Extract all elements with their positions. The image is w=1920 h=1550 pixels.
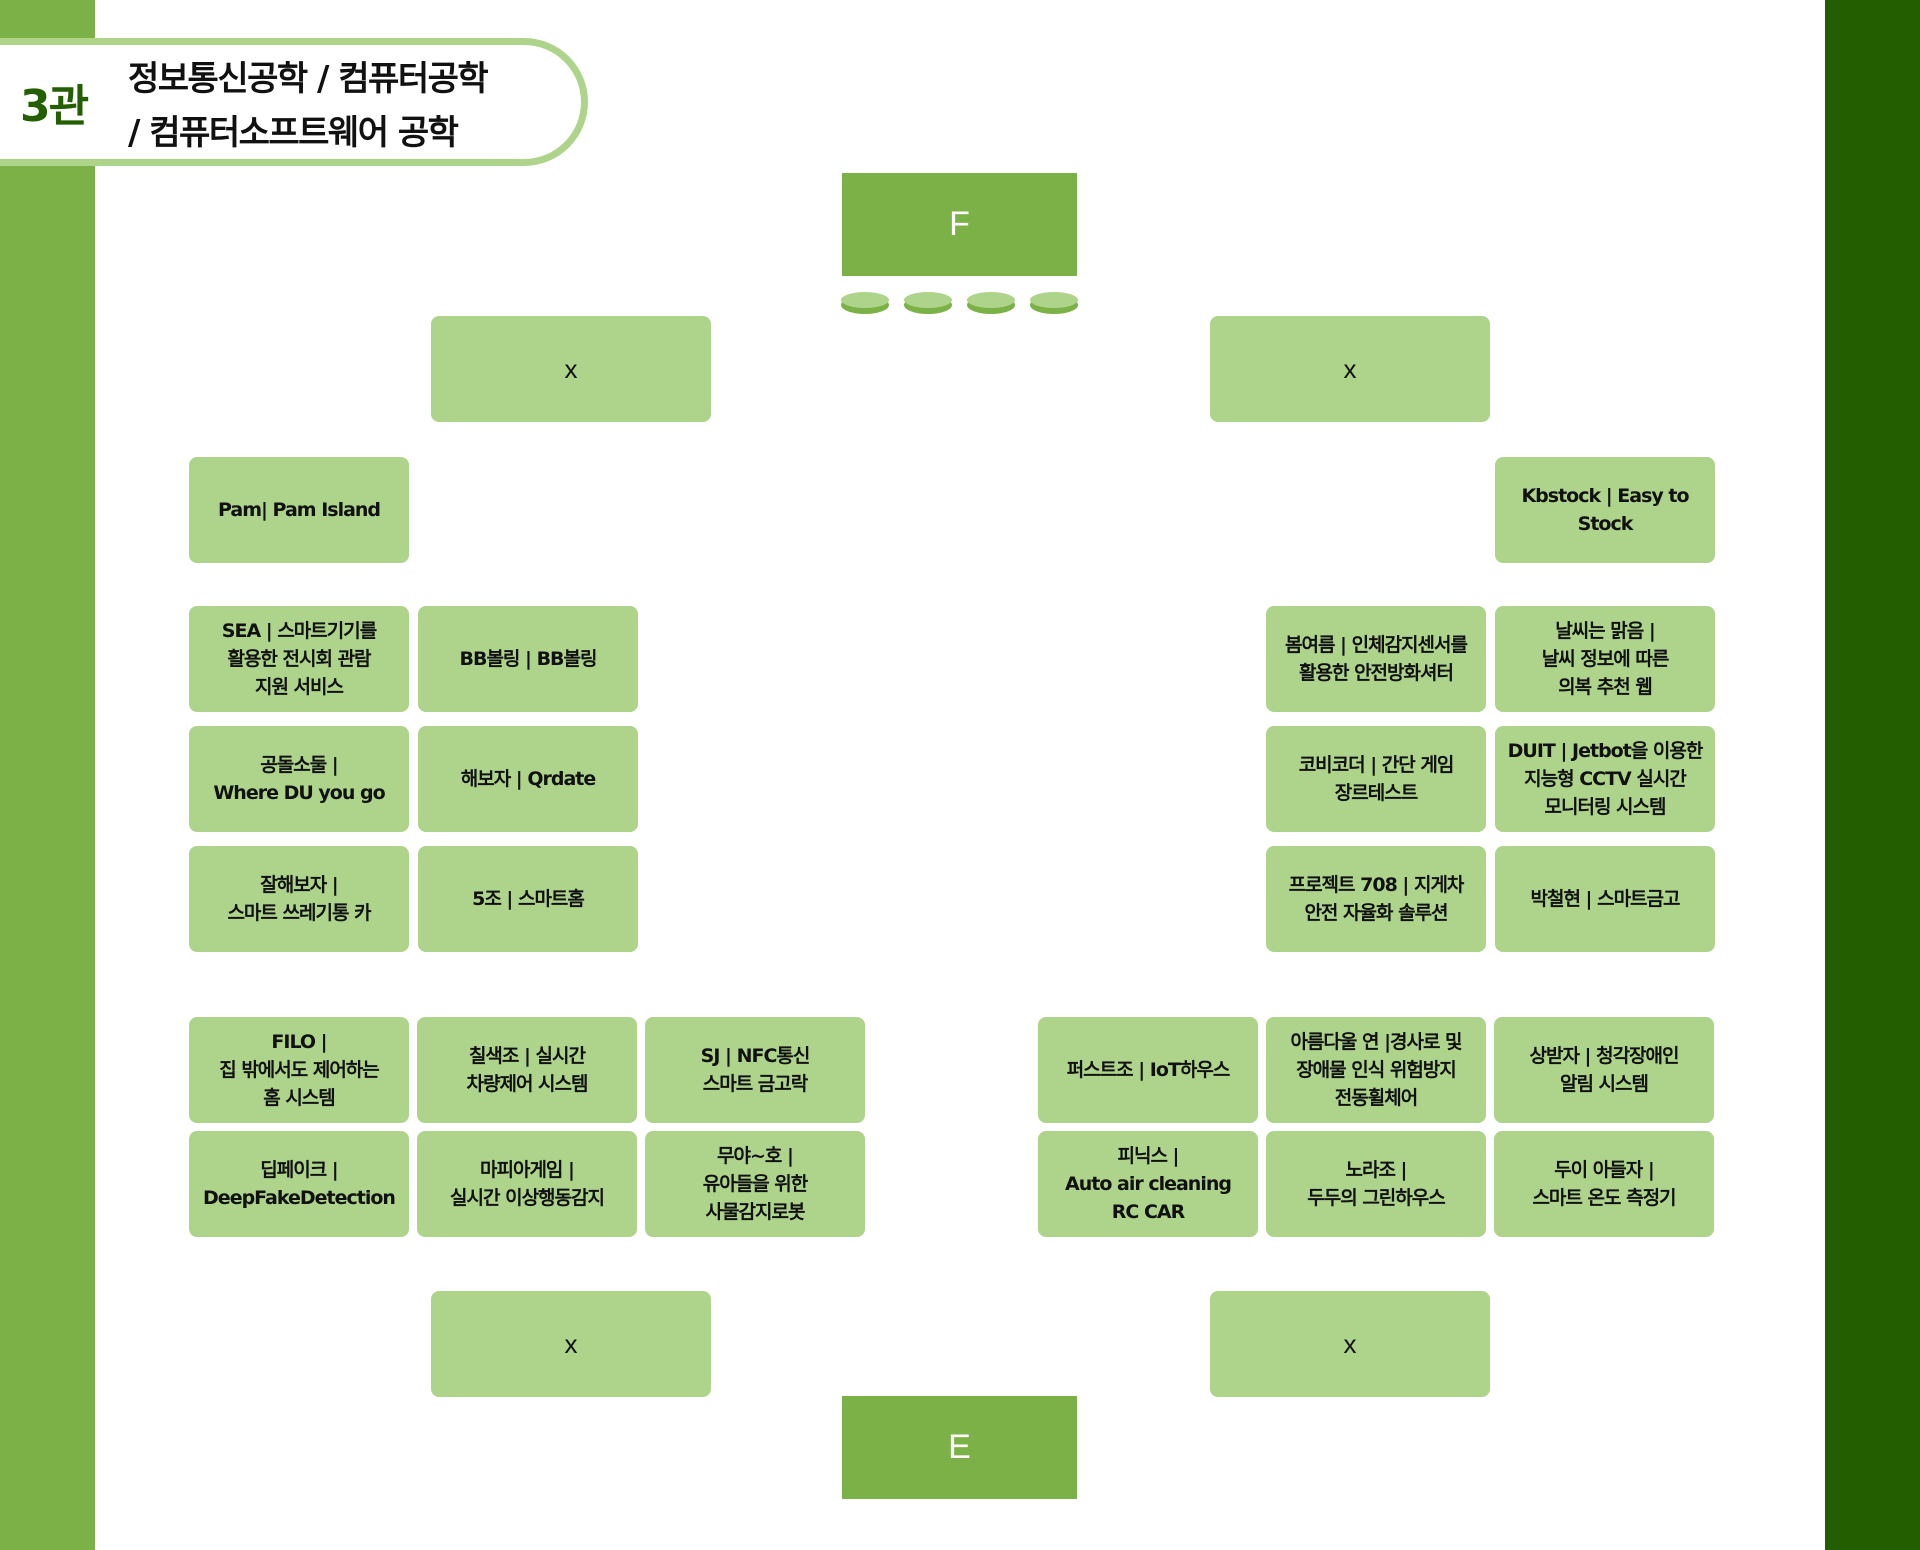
table-disc <box>904 292 952 314</box>
left-band <box>0 0 95 1550</box>
booth: 상받자 | 청각장애인 알림 시스템 <box>1494 1017 1714 1123</box>
booth: 공돌소둘 | Where DU you go <box>189 726 409 832</box>
booth: 아름다울 연 |경사로 및 장애물 인식 위험방지 전동휠체어 <box>1266 1017 1486 1123</box>
booth-placeholder-bottom-right: x <box>1210 1291 1490 1397</box>
hall-number: 3관 <box>20 81 89 132</box>
booth-kbstock: Kbstock | Easy to Stock <box>1495 457 1715 563</box>
entrance-e: E <box>842 1396 1077 1499</box>
header-tab <box>0 38 588 166</box>
booth: 해보자 | Qrdate <box>418 726 638 832</box>
booth: 두이 아들자 | 스마트 온도 측정기 <box>1494 1131 1714 1237</box>
booth: 딥페이크 | DeepFakeDetection <box>189 1131 409 1237</box>
booth: BB볼링 | BB볼링 <box>418 606 638 712</box>
table-disc <box>1030 292 1078 314</box>
booth: 퍼스트조 | IoT하우스 <box>1038 1017 1258 1123</box>
booth: 무야~호 | 유아들을 위한 사물감지로봇 <box>645 1131 865 1237</box>
booth: 5조 | 스마트홈 <box>418 846 638 952</box>
table-disc <box>967 292 1015 314</box>
hall-title: 정보통신공학 / 컴퓨터공학 / 컴퓨터소프트웨어 공학 <box>128 52 568 160</box>
booth: DUIT | Jetbot을 이용한 지능형 CCTV 실시간 모니터링 시스템 <box>1495 726 1715 832</box>
booth: 프로젝트 708 | 지게차 안전 자율화 솔루션 <box>1266 846 1486 952</box>
booth: 잘해보자 | 스마트 쓰레기통 카 <box>189 846 409 952</box>
entrance-f: F <box>842 173 1077 276</box>
booth: 칠색조 | 실시간 차량제어 시스템 <box>417 1017 637 1123</box>
booth: SJ | NFC통신 스마트 금고락 <box>645 1017 865 1123</box>
table-disc <box>841 292 889 314</box>
hall-title-line-1: 정보통신공학 / 컴퓨터공학 <box>128 59 489 99</box>
booth-placeholder-top-right: x <box>1210 316 1490 422</box>
booth: 코비코더 | 간단 게임 장르테스트 <box>1266 726 1486 832</box>
booth-pam: Pam| Pam Island <box>189 457 409 563</box>
booth: 봄여름 | 인체감지센서를 활용한 안전방화셔터 <box>1266 606 1486 712</box>
booth: 노라조 | 두두의 그린하우스 <box>1266 1131 1486 1237</box>
booth: 날씨는 맑음 | 날씨 정보에 따른 의복 추천 웹 <box>1495 606 1715 712</box>
booth-placeholder-bottom-left: x <box>431 1291 711 1397</box>
booth: FILO | 집 밖에서도 제어하는 홈 시스템 <box>189 1017 409 1123</box>
booth: SEA | 스마트기기를 활용한 전시회 관람 지원 서비스 <box>189 606 409 712</box>
booth: 박철현 | 스마트금고 <box>1495 846 1715 952</box>
right-band <box>1825 0 1920 1550</box>
hall-title-line-2: / 컴퓨터소프트웨어 공학 <box>128 113 459 153</box>
booth: 마피아게임 | 실시간 이상행동감지 <box>417 1131 637 1237</box>
booth-placeholder-top-left: x <box>431 316 711 422</box>
booth: 피닉스 | Auto air cleaning RC CAR <box>1038 1131 1258 1237</box>
